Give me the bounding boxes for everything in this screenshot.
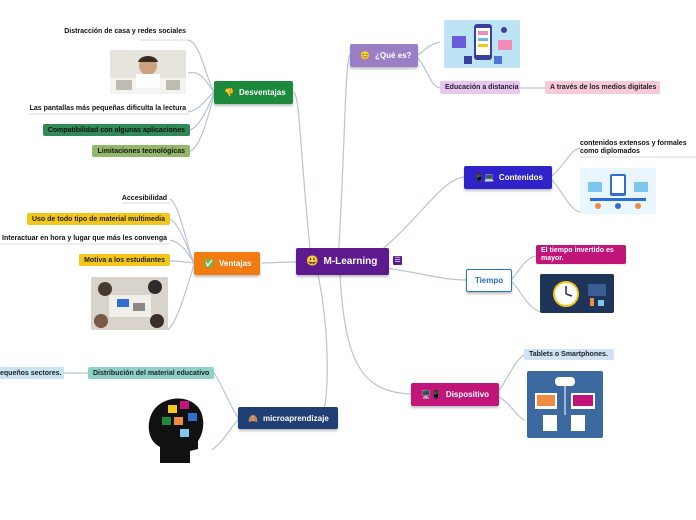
branch-tiempo-label: Tiempo bbox=[474, 276, 504, 285]
mobile-learning-image bbox=[444, 20, 520, 68]
que-es-subtopic[interactable]: Educación a distancia bbox=[440, 81, 520, 94]
students-working-image bbox=[91, 277, 168, 330]
branch-que-es-label: ¿Qué es? bbox=[374, 51, 412, 60]
micro-subtopic[interactable]: Distribución del material educativo bbox=[88, 367, 214, 379]
branch-microaprendizaje[interactable]: 🙈 microaprendizaje bbox=[238, 407, 338, 429]
desventajas-item[interactable]: Limitaciones tecnológicas bbox=[92, 145, 190, 157]
check-mark-icon: ✅ bbox=[204, 259, 214, 268]
happy-face-icon: 😊 bbox=[360, 51, 370, 60]
ventajas-item: Interactuar en hora y lugar que más les … bbox=[2, 235, 167, 242]
branch-desventajas-label: Desventajas bbox=[238, 88, 286, 97]
branch-desventajas[interactable]: 👎 Desventajas bbox=[214, 81, 293, 104]
branch-ventajas-label: Ventajas bbox=[218, 259, 252, 268]
branch-dispositivo-label: Dispositivo bbox=[445, 390, 490, 399]
distracted-student-image bbox=[110, 50, 186, 94]
smiley-icon: 😃 bbox=[306, 256, 319, 267]
tiempo-detail[interactable]: El tiempo invertido es mayor. bbox=[536, 245, 626, 264]
central-topic-label: M-Learning bbox=[323, 256, 378, 267]
computer-phone-icon: 🖥️📱 bbox=[421, 390, 441, 399]
ventajas-item: Accesibilidad bbox=[121, 195, 167, 202]
que-es-detail[interactable]: A través de los medios digitales bbox=[545, 81, 660, 94]
devices-network-image bbox=[527, 371, 603, 438]
micro-detail[interactable]: equeños sectores. bbox=[0, 367, 64, 379]
monkey-icon: 🙈 bbox=[248, 413, 258, 423]
branch-contenidos-label: Contenidos bbox=[498, 173, 543, 182]
ventajas-item[interactable]: Motiva a los estudiantes bbox=[79, 254, 170, 266]
branch-dispositivo[interactable]: 🖥️📱 Dispositivo bbox=[411, 383, 499, 406]
ventajas-item[interactable]: Uso de todo tipo de material multimedia bbox=[26, 213, 170, 225]
dispositivo-detail[interactable]: Tablets o Smartphones. bbox=[524, 349, 614, 360]
contenidos-detail: contenidos extensos y formales como dipl… bbox=[580, 140, 687, 155]
branch-que-es[interactable]: 😊 ¿Qué es? bbox=[350, 44, 418, 67]
notes-icon[interactable]: ☰ bbox=[393, 256, 402, 265]
branch-ventajas[interactable]: ✅ Ventajas bbox=[194, 252, 260, 275]
branch-microaprendizaje-label: microaprendizaje bbox=[262, 413, 329, 423]
branch-contenidos[interactable]: 📱💻 Contenidos bbox=[464, 166, 552, 189]
clock-time-image bbox=[540, 274, 614, 313]
brain-head-image bbox=[140, 389, 212, 468]
branch-tiempo[interactable]: Tiempo bbox=[466, 269, 512, 292]
desventajas-item[interactable]: Compatibilidad con algunas aplicaciones bbox=[42, 124, 190, 136]
phone-laptop-icon: 📱💻 bbox=[474, 173, 494, 182]
central-topic-m-learning[interactable]: 😃 M-Learning bbox=[296, 248, 389, 275]
thumbs-down-icon: 👎 bbox=[224, 88, 234, 97]
desventajas-item: Distracción de casa y redes sociales bbox=[64, 28, 186, 35]
online-courses-image bbox=[580, 168, 656, 214]
desventajas-item: Las pantallas más pequeñas dificulta la … bbox=[29, 105, 186, 112]
